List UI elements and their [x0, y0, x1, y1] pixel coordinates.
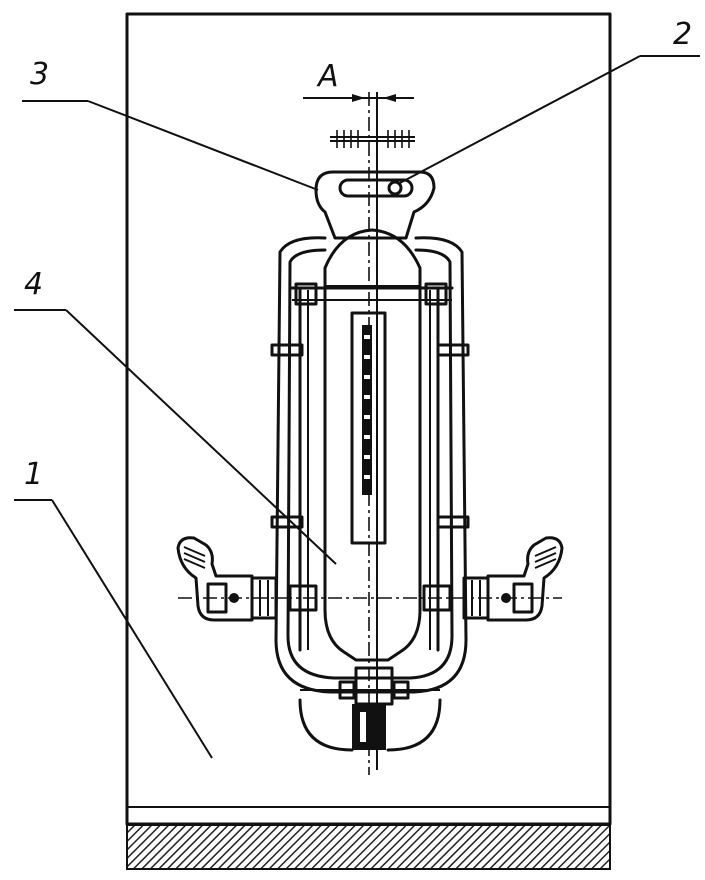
section-marker-label: A: [316, 59, 339, 94]
callout-3: 3: [30, 57, 49, 92]
tubular-frame: [270, 236, 470, 694]
callout-4: 4: [24, 267, 43, 302]
left-foot-assembly: [176, 536, 318, 622]
ground-hatch: [126, 824, 611, 870]
carry-handle: [314, 170, 436, 240]
bottom-valve: [298, 666, 442, 752]
gauge-scale: [362, 325, 372, 495]
right-foot-assembly: [422, 536, 564, 622]
callout-1: 1: [24, 457, 43, 492]
section-marker: A: [303, 59, 415, 148]
leader-lines: [14, 55, 700, 759]
callout-2: 2: [673, 17, 692, 52]
cylinder: [323, 228, 422, 662]
